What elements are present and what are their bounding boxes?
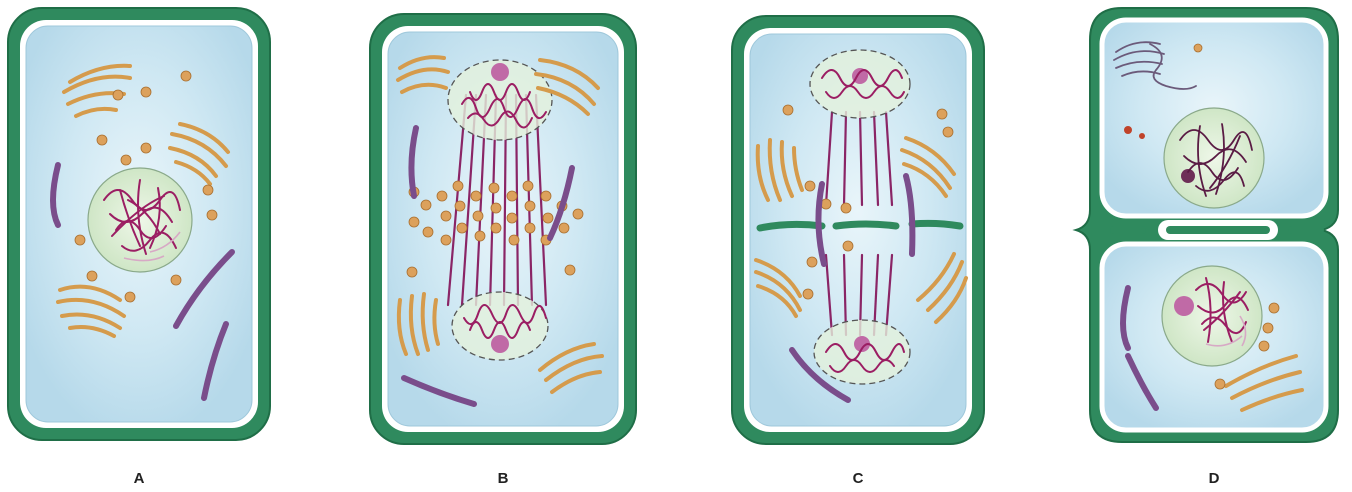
daughter-nucleus-bottom bbox=[814, 320, 910, 384]
cell-a bbox=[8, 8, 270, 440]
panel-label-b: B bbox=[483, 470, 523, 487]
cell-c bbox=[732, 16, 984, 444]
daughter-nucleus-bottom bbox=[452, 292, 548, 360]
panel-label-a: A bbox=[119, 470, 159, 487]
daughter-nucleus-top bbox=[448, 60, 552, 140]
panel-label-c: C bbox=[838, 470, 878, 487]
daughter-nucleus-top bbox=[810, 50, 910, 118]
cell-b bbox=[370, 14, 636, 444]
nucleus-bottom bbox=[1162, 266, 1262, 366]
nucleus bbox=[88, 168, 192, 272]
panel-label-d: D bbox=[1194, 470, 1234, 487]
